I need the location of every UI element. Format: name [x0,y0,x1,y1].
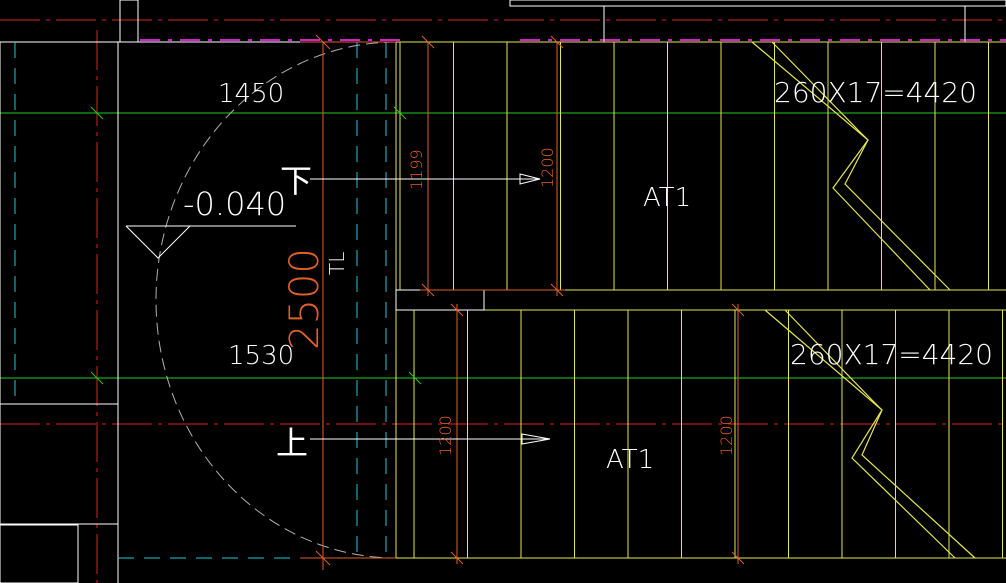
up-arrow-glyph: 上 [276,424,308,462]
green-tick-1 [90,106,104,120]
dim-total-label: 2500 [282,248,328,350]
elevation-label: -0.040 [183,185,286,223]
break-line-lower-b [784,309,976,559]
green-tick-3 [90,371,104,385]
stair-outline [395,41,1006,559]
dim-1200-upper-tick-top [550,35,564,49]
top-structure [0,0,1006,43]
grey-dashed-arc [155,41,397,559]
lower-flight-tag-label: AT1 [606,445,654,475]
elevation-marker [125,225,296,259]
cyan-dashed-lines [14,42,400,560]
left-wall [0,42,119,583]
dim-lower-run-right-label: 1200 [717,415,736,456]
green-ticks [90,106,422,385]
direction-arrows [310,173,551,445]
dim-upper-run-left-label: 1199 [407,149,426,190]
break-line-upper-a [751,41,931,291]
down-arrow-glyph: 下 [280,162,312,200]
dim-1200-lower-left-tick-top [450,303,464,317]
down-arrow-head [519,173,541,185]
dim-1200-lower-right-tick-bottom [731,551,745,565]
dim-upper-width-label: 1450 [218,79,284,109]
break-line-lower-a [764,309,956,559]
break-line-upper-b [771,41,951,291]
break-lines [751,41,976,559]
lower-flight-spec-label: 260X17=4420 [790,338,993,371]
lower-flight-treads [413,310,1003,558]
dim-lower-width-label: 1530 [228,341,294,371]
dimension-lines [300,34,745,570]
green-tick-4 [408,371,422,385]
green-tick-2 [393,106,407,120]
left-column-block-2 [0,524,79,583]
dim-1200-lower-left-tick-bottom [450,551,464,565]
dim-1200-lower-right-tick-top [731,303,745,317]
upper-flight-tag-label: AT1 [643,183,691,213]
top-right-wall-block [509,0,1006,7]
upper-flight-treads [399,42,989,290]
text-labels: 1450 1530 -0.040 2500 1199 1200 1200 120… [183,76,993,475]
dim-1199-tick-top [421,35,435,49]
top-wall-block [119,0,139,43]
dim-lower-run-left-label: 1200 [436,415,455,456]
up-arrow-head [521,433,551,445]
axis-lines [0,19,1006,583]
dim-upper-run-right-label: 1200 [538,147,557,188]
mid-landing-step [395,289,485,311]
left-column-block [0,403,119,525]
upper-flight-spec-label: 260X17=4420 [774,76,977,109]
mid-marker-glyph: TL [325,252,349,275]
elevation-triangle [125,225,191,259]
